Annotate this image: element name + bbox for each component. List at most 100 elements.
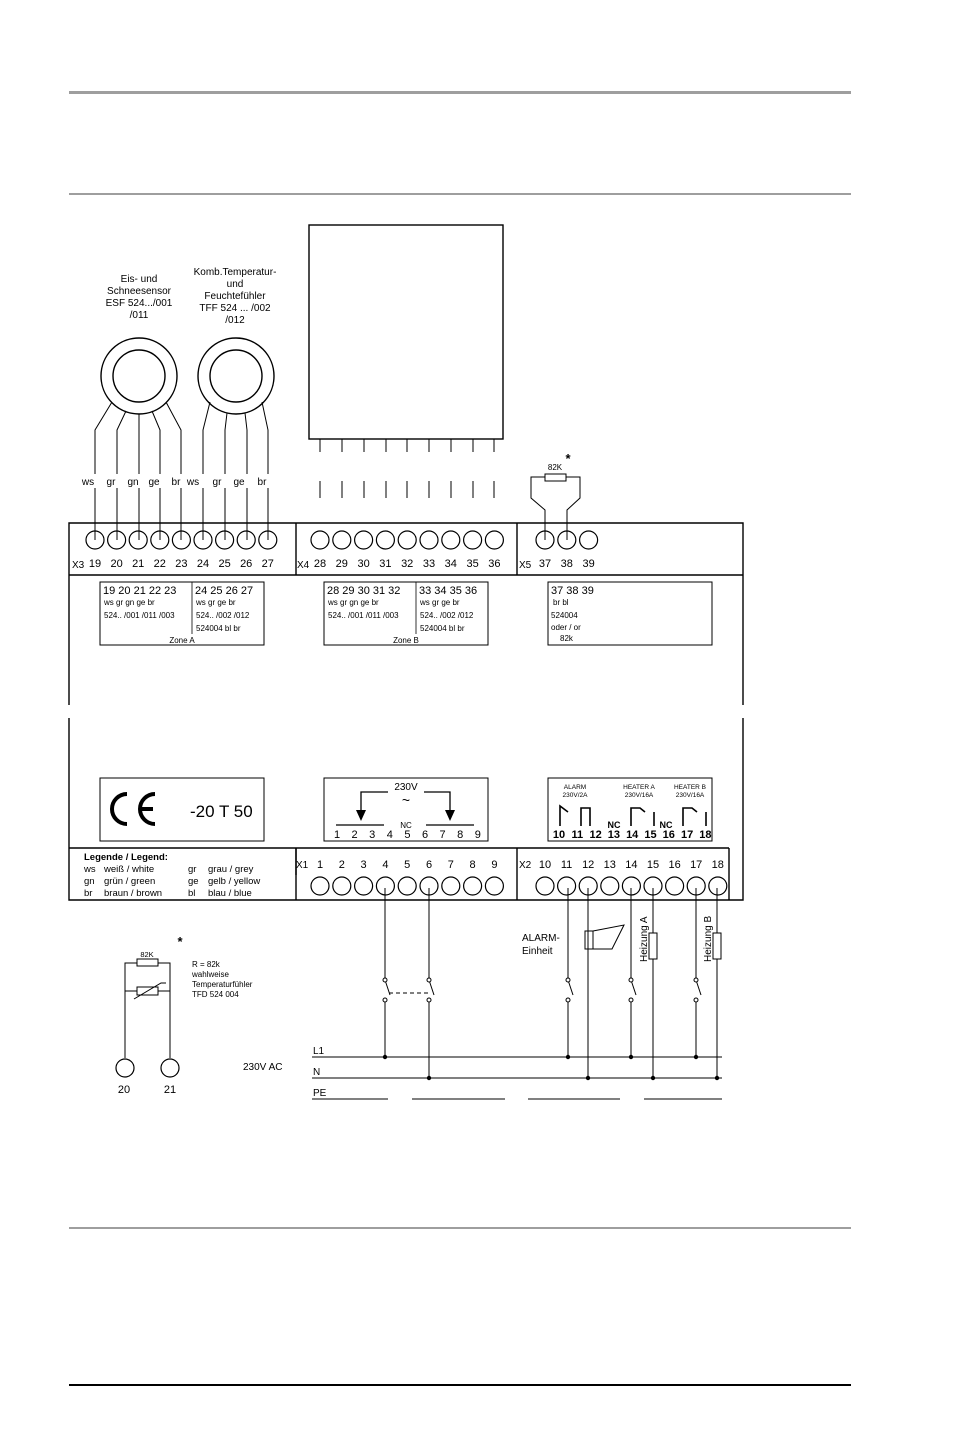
- optional-sensor-note: * 82K 20 21 R = 82k wahlweise Temperatur…: [115, 934, 253, 1096]
- terminal-20-screw: [115, 1058, 135, 1078]
- svg-text:braun / brown: braun / brown: [104, 888, 162, 899]
- enclosure-pins: [319, 439, 495, 498]
- terminal-5-number: 5: [404, 859, 410, 871]
- relay-box: ALARM 230V/2A HEATER A 230V/16A HEATER B…: [547, 777, 713, 842]
- svg-text:weiß / white: weiß / white: [103, 864, 154, 875]
- terminal-2-number: 2: [339, 859, 345, 871]
- terminal-20-screw: [106, 530, 127, 550]
- svg-text:/012: /012: [225, 315, 245, 326]
- terminal-19-screw: [85, 530, 105, 550]
- svg-text:230V: 230V: [394, 782, 418, 793]
- svg-text:/011: /011: [130, 310, 149, 321]
- terminal-37-screw: [535, 530, 555, 550]
- power-box-number-1: 1: [334, 829, 340, 841]
- terminal-16-number: 16: [668, 859, 680, 871]
- svg-text:33 34 35 36: 33 34 35 36: [419, 585, 477, 597]
- terminal-8-screw: [463, 876, 483, 896]
- svg-text:Einheit: Einheit: [522, 946, 553, 957]
- terminal-26-screw: [236, 530, 256, 550]
- terminal-23-screw: [171, 530, 191, 550]
- svg-text:524004 bl br: 524004 bl br: [196, 624, 241, 633]
- svg-text:524004: 524004: [551, 611, 578, 620]
- terminal-21-screw: [160, 1058, 180, 1078]
- svg-text:br bl: br bl: [553, 598, 569, 607]
- terminal-33-number: 33: [423, 558, 435, 570]
- svg-text:82K: 82K: [548, 463, 563, 472]
- ice-sensor-caption: Eis- und Schneesensor ESF 524.../001 /01…: [106, 274, 173, 321]
- terminal-9-number: 9: [491, 859, 497, 871]
- svg-text:gelb / yellow: gelb / yellow: [208, 876, 260, 887]
- terminal-34-screw: [441, 530, 461, 550]
- terminal-10-number: 10: [539, 859, 551, 871]
- mains-wiring: [312, 888, 722, 1100]
- svg-text:ALARM: ALARM: [564, 784, 586, 791]
- power-box-number-7: 7: [440, 829, 446, 841]
- terminal-39-screw: [578, 530, 599, 550]
- terminal-11-screw: [556, 876, 577, 896]
- svg-text:L1: L1: [313, 1046, 325, 1057]
- svg-text:~: ~: [402, 792, 410, 808]
- mains-labels: 230V AC L1 N PE: [243, 1046, 327, 1099]
- terminal-26-number: 26: [240, 558, 252, 570]
- svg-text:ge: ge: [233, 477, 245, 488]
- svg-text:*: *: [177, 934, 183, 949]
- power-box-number-2: 2: [352, 829, 358, 841]
- svg-text:und: und: [227, 279, 244, 290]
- terminal-32-screw: [397, 530, 417, 550]
- terminal-10-screw: [535, 876, 555, 896]
- zone-b-box: 28 29 30 31 32 ws gr gn ge br 524.. /001…: [323, 581, 489, 646]
- svg-text:N: N: [313, 1067, 320, 1078]
- svg-text:ws gr ge br: ws gr ge br: [195, 598, 236, 607]
- svg-text:ge: ge: [188, 876, 199, 887]
- temp-sensor-caption: Komb.Temperatur- und Feuchtefühler TFF 5…: [194, 267, 277, 326]
- terminal-31-number: 31: [379, 558, 391, 570]
- ice-sensor-wires: [94, 401, 182, 540]
- svg-text:TFF 524 ... /002: TFF 524 ... /002: [199, 303, 271, 314]
- terminal-36-screw: [484, 530, 504, 550]
- svg-text:230V/16A: 230V/16A: [676, 792, 705, 799]
- terminal-28-number: 28: [314, 558, 326, 570]
- controller-enclosure: [308, 224, 504, 440]
- svg-text:gr: gr: [188, 864, 196, 875]
- svg-text:Komb.Temperatur-: Komb.Temperatur-: [194, 267, 277, 278]
- svg-text:-20 T 50: -20 T 50: [190, 802, 253, 821]
- rule-bottom: [69, 1384, 851, 1386]
- power-box-number-9: 9: [475, 829, 481, 841]
- svg-text:ws gr ge br: ws gr ge br: [419, 598, 460, 607]
- terminal-8-number: 8: [470, 859, 476, 871]
- svg-text:gn: gn: [84, 876, 95, 887]
- svg-text:Heizung B: Heizung B: [703, 916, 714, 962]
- terminal-14-number: 14: [625, 859, 637, 871]
- svg-text:28 29 30 31 32: 28 29 30 31 32: [327, 585, 400, 597]
- terminal-24-screw: [193, 530, 213, 550]
- relay-box-number-16: 16: [663, 829, 675, 841]
- terminal-25-number: 25: [218, 558, 230, 570]
- terminal-18-number: 18: [712, 859, 724, 871]
- terminal-3-number: 3: [361, 859, 367, 871]
- rule-lower: [69, 1227, 851, 1229]
- power-box-number-4: 4: [387, 829, 393, 841]
- svg-text:grau / grey: grau / grey: [208, 864, 254, 875]
- terminal-23-number: 23: [175, 558, 187, 570]
- svg-text:X5: X5: [519, 560, 532, 571]
- terminal-21-screw: [128, 530, 148, 550]
- svg-text:HEATER B: HEATER B: [674, 784, 706, 791]
- terminal-3-screw: [354, 876, 374, 896]
- terminal-12-number: 12: [582, 859, 594, 871]
- terminal-7-number: 7: [448, 859, 454, 871]
- strip-labels: X3 X4 X5 X1 X2: [72, 560, 532, 871]
- switch-contacts: [382, 977, 699, 1003]
- terminal-18-screw: [708, 876, 728, 896]
- svg-text:20: 20: [118, 1084, 130, 1096]
- temp-sensor-wires: [202, 401, 269, 540]
- terminal-27-screw: [258, 530, 278, 550]
- junction-dots: [382, 1054, 720, 1081]
- legend: Legende / Legend: ws weiß / white gn grü…: [83, 852, 260, 899]
- svg-text:524.. /002 /012: 524.. /002 /012: [196, 611, 250, 620]
- wire-colour-labels: ws gr gn ge br ws gr ge br: [80, 474, 276, 488]
- svg-text:ESF 524.../001: ESF 524.../001: [106, 298, 173, 309]
- relay-box-number-12: 12: [589, 829, 601, 841]
- terminal-13-screw: [600, 876, 620, 896]
- relay-box-number-18: 18: [699, 829, 711, 841]
- heater-b: Heizung B: [703, 916, 722, 962]
